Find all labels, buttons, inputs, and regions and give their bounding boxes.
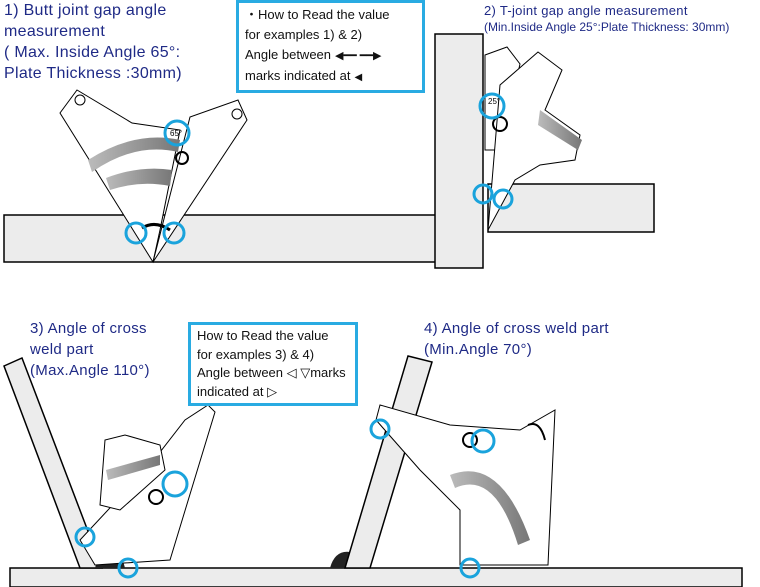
example2-drawing: 25°: [434, 33, 655, 269]
legend-box-2: How to Read the value for examples 3) & 4…: [188, 322, 358, 406]
legend-text: Angle between: [245, 47, 332, 62]
legend-text: marks indicated at: [245, 68, 351, 83]
angle-scale: [88, 137, 180, 172]
highlight-circle: [124, 221, 148, 245]
pivot-icon: [175, 151, 189, 165]
double-arrow-icon: ◀━━ ━━▶: [335, 50, 382, 62]
base-plate: [9, 567, 743, 587]
title-line: Plate Thickness :30mm): [4, 65, 182, 82]
highlight-circle: [459, 557, 481, 579]
example3-title: 3) Angle of cross weld part (Max.Angle 110…: [30, 318, 150, 381]
example2-title: 2) T-joint gap angle measurement (Min.Ins…: [484, 2, 729, 36]
example4-drawing: [343, 355, 556, 579]
highlight-circle: [470, 428, 496, 454]
title-line: weld part: [30, 341, 94, 358]
legend-line: Angle between ◁ ▽marks: [197, 365, 346, 380]
highlight-circle: [478, 92, 506, 120]
highlight-circle: [74, 526, 96, 548]
title-line: (Min.Angle 70°): [424, 341, 533, 358]
highlight-circle: [369, 418, 391, 440]
slanted-plate: [343, 355, 433, 569]
hole-icon: [74, 94, 86, 106]
hole-icon: [231, 108, 243, 120]
angle-scale: [106, 455, 160, 480]
legend-line: How to Read the value: [197, 328, 329, 343]
highlight-circle: [162, 221, 186, 245]
gauge-body: [375, 404, 556, 566]
gauge-reading: 65°: [170, 129, 182, 138]
legend-line: for examples 1) & 2): [245, 27, 363, 42]
angle-scale: [538, 110, 582, 150]
legend-box-1: ・How to Read the value for examples 1) & …: [236, 0, 425, 93]
highlight-circle: [492, 188, 514, 210]
highlight-circle: [163, 119, 191, 147]
plate: [3, 214, 449, 263]
legend-line: for examples 3) & 4): [197, 346, 315, 362]
horizontal-plate: [487, 183, 655, 233]
title-line: ( Max. Inside Angle 65°:: [4, 44, 181, 61]
title-line: 4) Angle of cross weld part: [424, 320, 609, 337]
pivot-icon: [462, 432, 478, 448]
gauge-front-arm: [487, 51, 581, 231]
title-line: 3) Angle of cross: [30, 320, 147, 337]
title-line: (Max.Angle 110°): [30, 362, 150, 379]
triangle-left-icon: ◀: [354, 72, 363, 83]
legend-line: indicated at ▷: [197, 383, 278, 399]
title-line: measurement: [4, 23, 106, 40]
gauge-reading: 25°: [488, 97, 500, 106]
legend-row: Angle between◀━━ ━━▶: [245, 45, 416, 66]
title-line: 1) Butt joint gap angle: [4, 2, 167, 19]
example4-title: 4) Angle of cross weld part (Min.Angle 70…: [424, 318, 609, 360]
pivot-icon: [148, 489, 164, 505]
example1-title: 1) Butt joint gap angle measurement ( Max.…: [4, 0, 182, 84]
gauge-right-arm: [152, 99, 248, 263]
highlight-circle: [161, 470, 189, 498]
example3-drawing: [3, 356, 352, 579]
gap-scale: [106, 168, 172, 190]
legend-line: ・How to Read the value: [245, 7, 390, 22]
weld-arc: [527, 423, 546, 441]
title-line: (Min.Inside Angle 25°:Plate Thickness: 3…: [484, 20, 730, 34]
example1-drawing: 65°: [3, 89, 449, 264]
pivot-icon: [492, 116, 508, 132]
legend-row: marks indicated at◀: [245, 66, 416, 88]
title-line: 2) T-joint gap angle measurement: [484, 3, 688, 18]
vertical-plate: [434, 33, 484, 269]
highlight-circle: [472, 183, 494, 205]
angle-scale: [450, 471, 530, 545]
highlight-circle: [117, 557, 139, 579]
